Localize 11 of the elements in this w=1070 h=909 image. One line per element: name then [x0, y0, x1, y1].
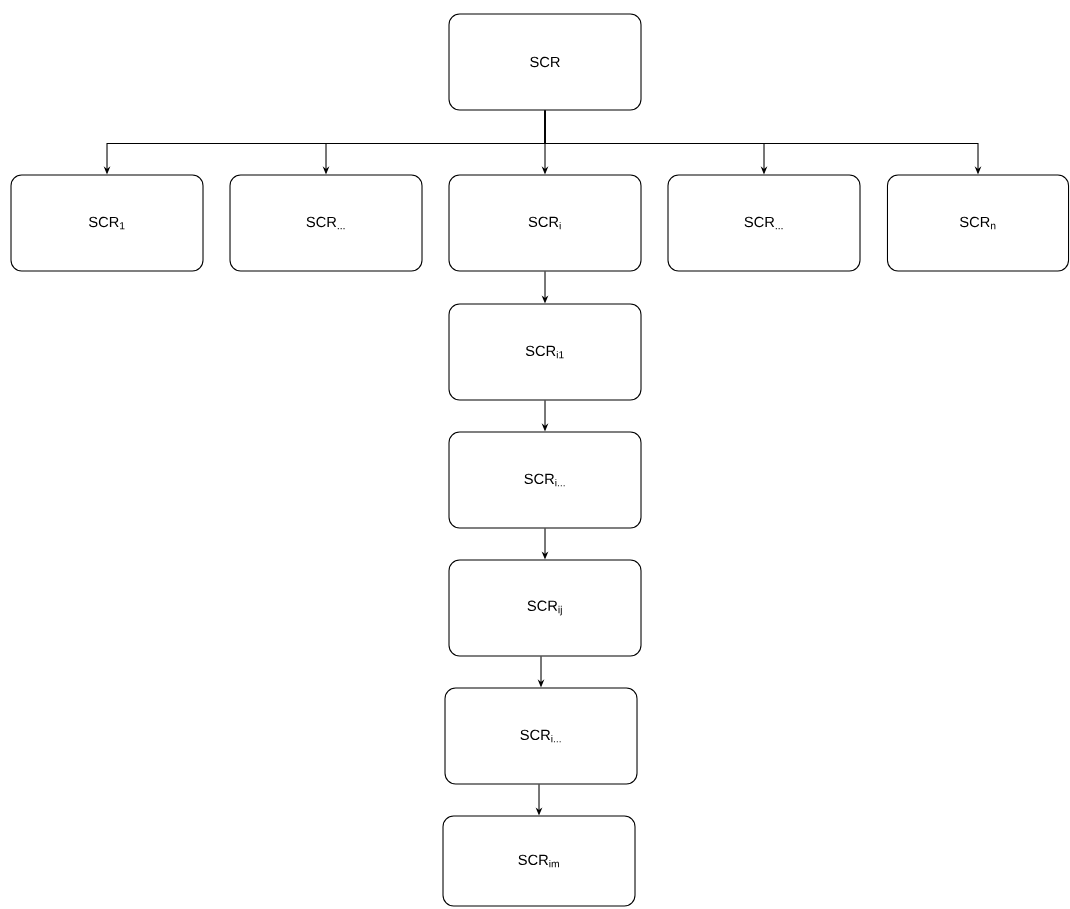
process-box: SCR$_{n}$ — [886, 174, 1070, 272]
process-box: SCR$_{i...}$ — [448, 431, 642, 529]
process-box: SCR — [448, 13, 642, 111]
process-box: SCR$_{1}$ — [10, 174, 204, 272]
process-box: SCR$_{ij}$ — [448, 559, 642, 657]
process-box: SCR$_{i1}$ — [448, 303, 642, 401]
process-box: SCR$_{i}$ — [448, 174, 642, 272]
process-box: SCR$_{...}$ — [667, 174, 861, 272]
process-box: SCR$_{i...}$ — [444, 687, 638, 785]
process-box: SCR$_{...}$ — [229, 174, 423, 272]
process-box: SCR$_{im}$ — [442, 815, 636, 907]
